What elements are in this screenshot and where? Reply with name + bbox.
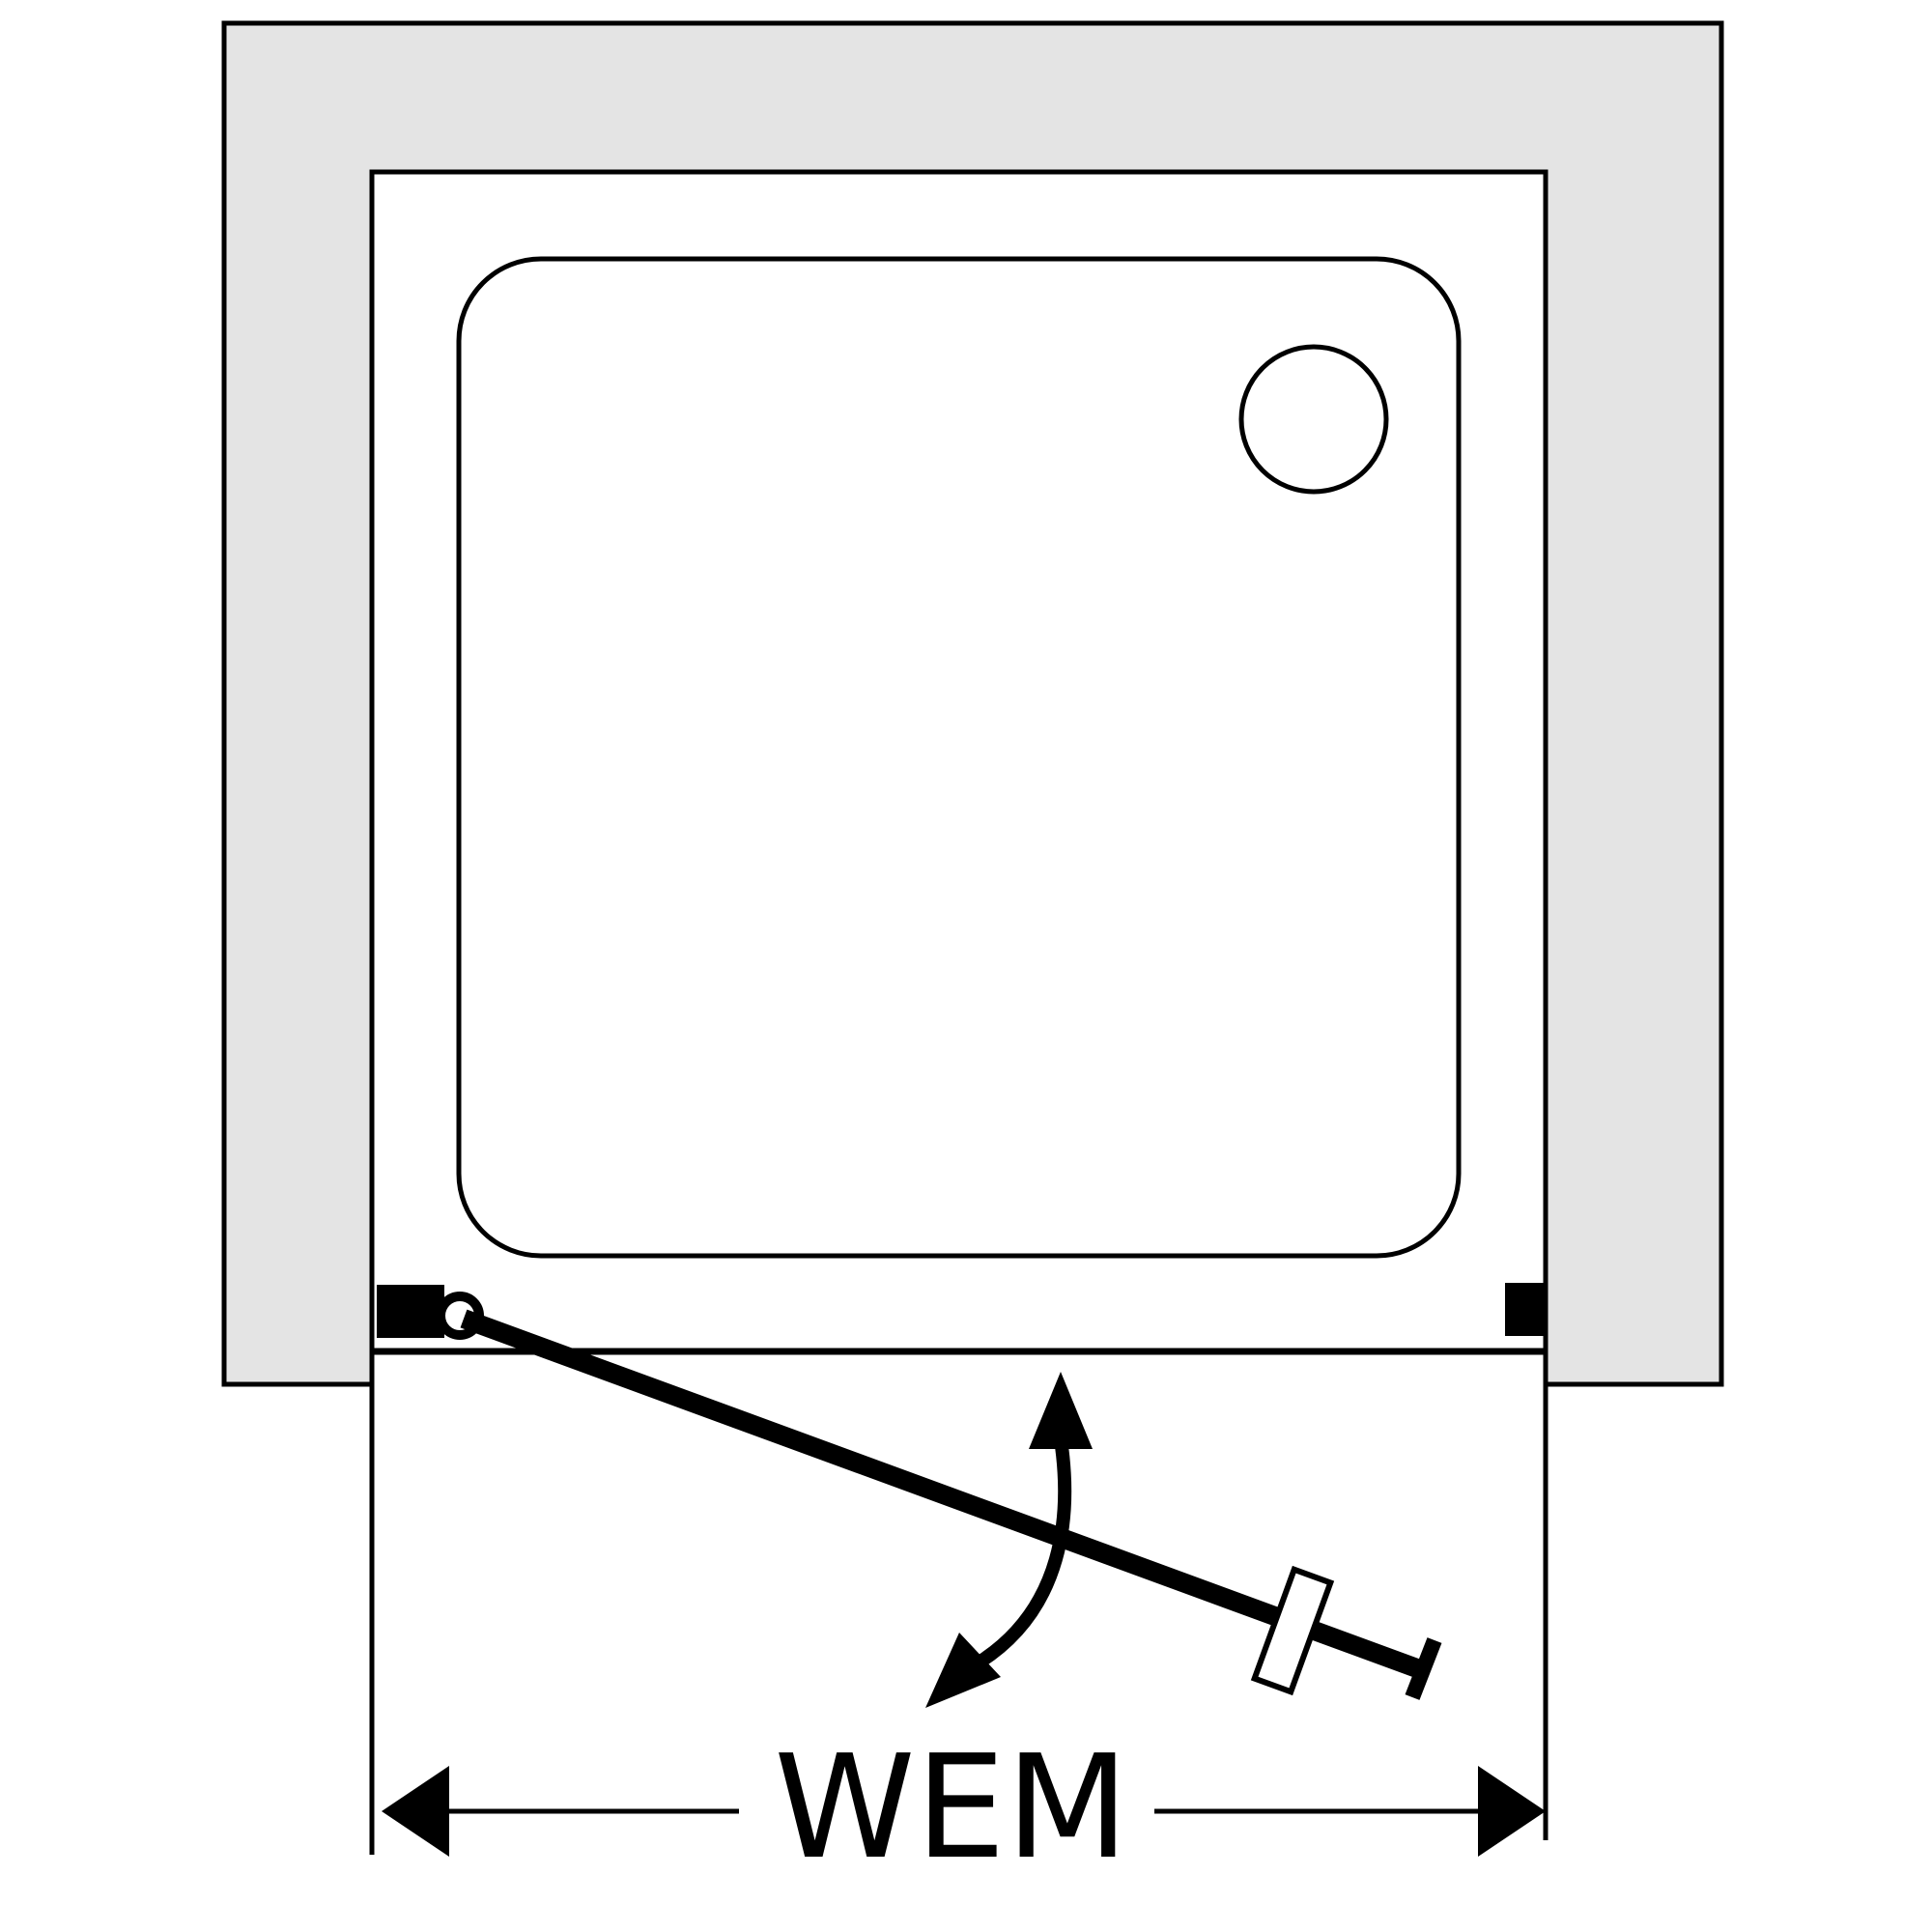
drain-circle bbox=[1238, 344, 1389, 495]
wall-profile-left bbox=[377, 1285, 444, 1338]
dimension-label: WEM bbox=[774, 1724, 1129, 1890]
dimension-arrow-left-icon bbox=[382, 1766, 449, 1857]
door-handle-icon bbox=[1250, 1565, 1335, 1696]
dimension-arrow-right-icon bbox=[1478, 1766, 1546, 1857]
door-panel bbox=[460, 1309, 1429, 1681]
door-end-stop bbox=[1405, 1637, 1442, 1700]
shower-tray bbox=[456, 256, 1462, 1259]
swing-arrow-up-icon bbox=[1029, 1372, 1093, 1449]
swing-arc bbox=[977, 1437, 1072, 1667]
wall-profile-right bbox=[1505, 1283, 1544, 1336]
swing-arrow-down-icon bbox=[925, 1633, 1001, 1708]
